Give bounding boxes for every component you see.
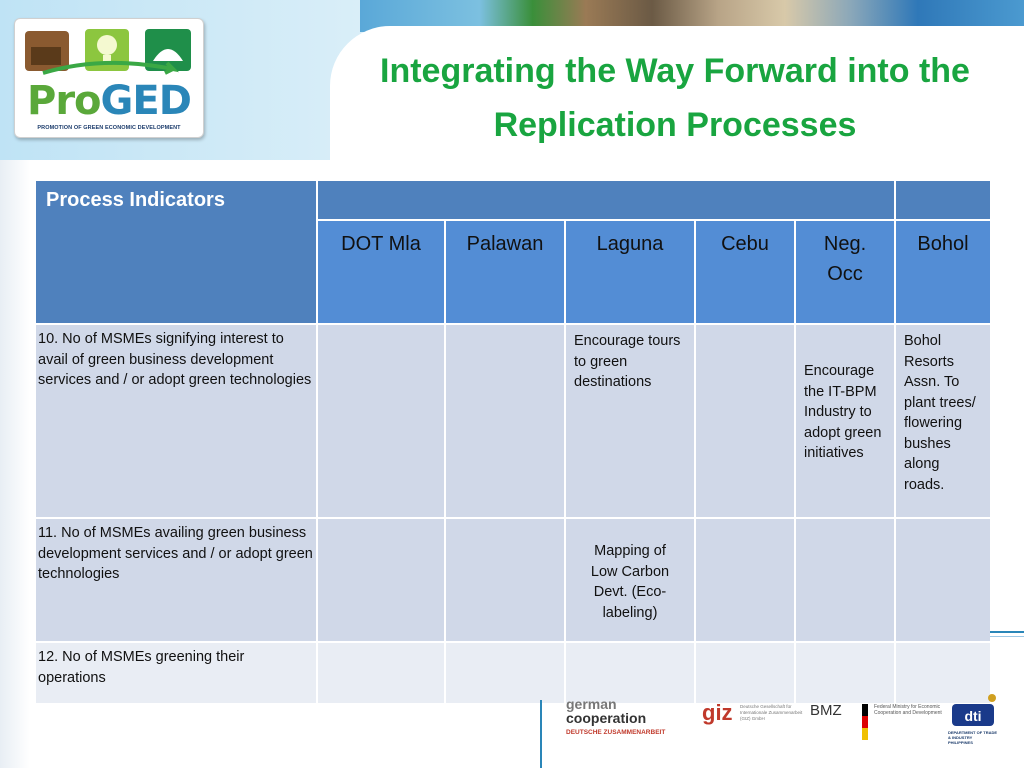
table-cell	[794, 517, 896, 643]
table-cell	[316, 323, 446, 519]
table-cell	[694, 641, 796, 705]
indicator-cell: 11. No of MSMEs availing green business …	[34, 517, 318, 643]
column-header: Palawan	[444, 219, 566, 325]
indicator-cell: 10. No of MSMEs signifying interest to a…	[34, 323, 318, 519]
bmz-fine-print: Federal Ministry for Economic Cooperatio…	[874, 704, 942, 716]
table-cell	[564, 641, 696, 705]
table-header-row: DOT Mla Palawan Laguna Cebu Neg. Occ Boh…	[35, 219, 992, 325]
bmz-logo: BMZ Federal Ministry for Economic Cooper…	[810, 702, 942, 742]
dti-fine-print: DEPARTMENT OF TRADE & INDUSTRY PHILIPPIN…	[948, 730, 998, 745]
footer-rule-light	[990, 636, 1024, 637]
column-header: Cebu	[694, 219, 796, 325]
giz-fine-print: Deutsche Gesellschaft für Internationale…	[740, 704, 803, 721]
bmz-wordmark: BMZ	[810, 702, 842, 719]
giz-logo: giz Deutsche Gesellschaft für Internatio…	[702, 700, 802, 730]
logo-icons	[25, 29, 191, 75]
table-cell	[316, 517, 446, 643]
column-header: Bohol	[894, 219, 992, 325]
logo-pro: Pro	[27, 78, 102, 124]
german-cooperation-logo: german cooperation DEUTSCHE ZUSAMMENARBE…	[566, 697, 696, 736]
gc-line1: german	[566, 696, 617, 712]
table-cell	[444, 641, 566, 705]
column-header: DOT Mla	[316, 219, 446, 325]
svg-text:dti: dti	[964, 708, 981, 724]
left-decor-stripe	[0, 160, 30, 768]
german-flag-icon	[862, 704, 868, 740]
table-cell	[894, 641, 992, 705]
table-cell	[694, 323, 796, 519]
note-cell: Encourage the IT-BPM Industry to adopt g…	[794, 323, 896, 519]
title-panel	[330, 26, 1024, 160]
indicators-table: Process Indicators DOT Mla Palawan Lagun…	[34, 179, 992, 705]
logo-tagline: PROMOTION OF GREEN ECONOMIC DEVELOPMENT	[37, 125, 181, 131]
table-row: 11. No of MSMEs availing green business …	[34, 517, 992, 643]
logo-wordmark: ProGED	[27, 78, 192, 124]
column-header: Laguna	[564, 219, 696, 325]
note-cell: Bohol Resorts Assn. To plant trees/ flow…	[894, 323, 992, 519]
note-cell: Mapping of Low Carbon Devt. (Eco-labelin…	[564, 517, 696, 643]
gc-line2: cooperation	[566, 710, 647, 726]
indicator-cell: 12. No of MSMEs greening their operation…	[34, 641, 318, 705]
green-arrow-icon	[42, 60, 180, 75]
header-blank-right	[894, 179, 992, 221]
giz-wordmark: giz	[702, 700, 733, 725]
note-cell: Encourage tours to green destinations	[564, 323, 696, 519]
footer-rule	[990, 631, 1024, 633]
slide-title: Integrating the Way Forward into the Rep…	[380, 52, 970, 144]
table-cell	[444, 517, 566, 643]
table-cell	[894, 517, 992, 643]
table-cell	[694, 517, 796, 643]
table-cell	[794, 641, 896, 705]
logo-ged: GED	[100, 78, 192, 124]
table-row: 10. No of MSMEs signifying interest to a…	[34, 323, 992, 519]
column-header: Neg. Occ	[794, 219, 896, 325]
proged-logo: ProGED PROMOTION OF GREEN ECONOMIC DEVEL…	[14, 18, 204, 138]
table-cell	[444, 323, 566, 519]
footer-divider	[540, 700, 542, 768]
table-header-row-top: Process Indicators	[34, 179, 992, 325]
header-blank-span	[316, 179, 896, 221]
table-row: 12. No of MSMEs greening their operation…	[34, 641, 992, 705]
gc-line3: DEUTSCHE ZUSAMMENARBEIT	[566, 729, 666, 736]
header-process-indicators: Process Indicators	[34, 179, 318, 325]
table-cell	[316, 641, 446, 705]
dti-mark-icon: dti	[952, 694, 996, 726]
dti-logo: dti DEPARTMENT OF TRADE & INDUSTRY PHILI…	[948, 692, 998, 752]
